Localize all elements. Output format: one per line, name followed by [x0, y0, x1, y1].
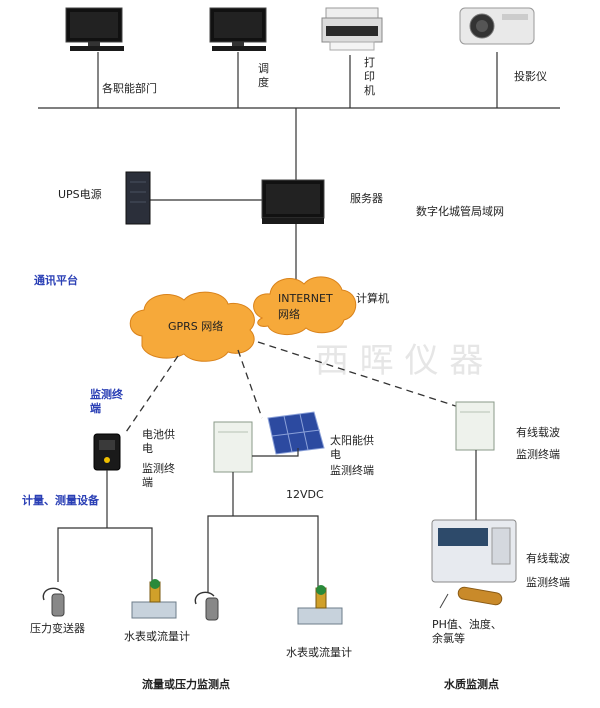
- printer-label-3: 机: [364, 83, 375, 97]
- internet-label: INTERNET: [278, 292, 333, 305]
- gprs-cloud: [129, 291, 255, 362]
- internet-sub-label: 网络: [278, 307, 300, 321]
- lan-label: 数字化城管局域网: [416, 204, 504, 218]
- solar-panel-icon: [267, 411, 325, 455]
- vdc-label: 12VDC: [286, 488, 324, 501]
- departments-label: 各职能部门: [102, 81, 157, 95]
- water-analyzer-icon: [431, 519, 517, 583]
- gprs-label: GPRS 网络: [168, 319, 223, 333]
- carrier1-label-2: 监测终端: [516, 447, 560, 461]
- watermark: 西 晖 仪 器: [315, 341, 483, 381]
- pressure-transmitter-icon: [42, 587, 65, 617]
- meter1-label: 水表或流量计: [124, 629, 190, 643]
- battery-label-3: 监测终: [142, 461, 175, 475]
- computer-label: 计算机: [356, 291, 389, 305]
- carrier-cabinet-icon: [455, 401, 495, 451]
- flow-meter-2-icon: [297, 585, 343, 625]
- measure-devices-label: 计量、测量设备: [22, 493, 100, 507]
- ups-label: UPS电源: [58, 187, 102, 201]
- wired-links: [57, 450, 477, 592]
- printer-label-1: 打: [364, 55, 375, 69]
- pressure-label: 压力变送器: [30, 621, 85, 635]
- water-quality-footer: 水质监测点: [444, 677, 499, 691]
- ph-label-2: 余氯等: [432, 631, 465, 645]
- dispatch-label-2: 度: [258, 75, 269, 89]
- ph-sensor-icon: [439, 586, 503, 609]
- solar-label-3: 监测终端: [330, 463, 374, 477]
- ups-icon: [125, 171, 151, 225]
- solar-cabinet-icon: [213, 421, 253, 473]
- dispatch-computer-icon: [209, 7, 267, 51]
- wireless-links: [125, 341, 469, 433]
- battery-terminal-icon: [93, 433, 121, 471]
- projector-icon: [459, 7, 535, 45]
- server-label: 服务器: [350, 192, 383, 205]
- departments-computer-icon: [65, 7, 124, 51]
- projector-label: 投影仪: [514, 69, 547, 83]
- dispatch-label-1: 调: [258, 62, 269, 75]
- carrier2-label-2: 监测终端: [526, 575, 570, 589]
- meter2-label: 水表或流量计: [286, 645, 352, 659]
- carrier1-label-1: 有线载波: [516, 425, 560, 439]
- flow-pressure-footer: 流量或压力监测点: [142, 677, 230, 691]
- comm-platform-label: 通讯平台: [34, 273, 78, 287]
- printer-label-2: 印: [364, 70, 375, 83]
- solar-label-1: 太阳能供: [330, 433, 374, 447]
- printer-icon: [321, 7, 383, 51]
- battery-label-1: 电池供: [142, 427, 175, 441]
- battery-label-4: 端: [142, 476, 153, 489]
- solar-label-2: 电: [330, 448, 341, 461]
- server-icon: [261, 179, 325, 224]
- flow-meter-icon: [131, 579, 177, 619]
- lan-bus: [38, 52, 560, 290]
- monitor-terminal-title-2: 端: [90, 401, 101, 415]
- battery-label-2: 电: [142, 442, 153, 455]
- ph-label-1: PH值、浊度、: [432, 617, 502, 631]
- internet-cloud: [253, 276, 357, 335]
- carrier2-label-1: 有线载波: [526, 551, 570, 565]
- monitor-terminal-title-1: 监测终: [90, 387, 124, 401]
- pressure-transmitter-2-icon: [194, 591, 219, 621]
